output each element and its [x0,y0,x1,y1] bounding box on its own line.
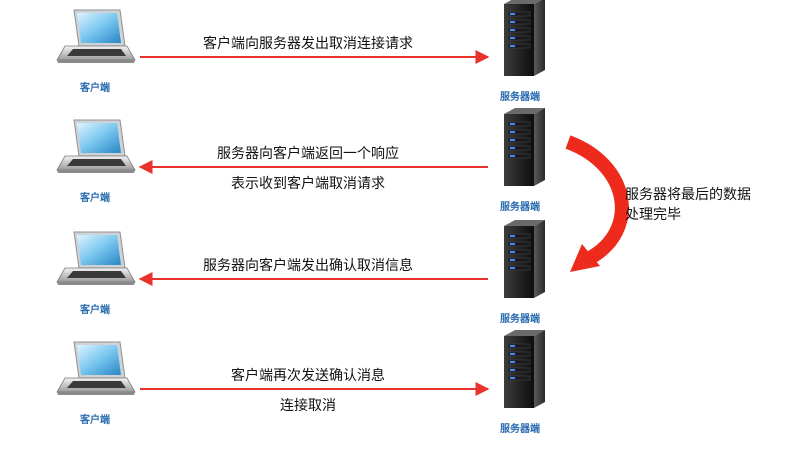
message-text: 连接取消 [280,397,336,414]
client-label: 客户端 [79,413,110,426]
server-tower-icon [503,0,546,77]
laptop-icon [56,231,136,286]
server-tower-icon [503,107,546,187]
message-text: 服务器向客户端发出确认取消信息 [203,257,413,274]
client-label: 客户端 [79,191,110,204]
message-text: 表示收到客户端取消请求 [231,175,385,192]
server-tower-icon [503,219,546,299]
processing-curved-arrow [565,135,629,272]
side-note-line-1: 服务器将最后的数据 [625,187,751,203]
side-note-line-2: 处理完毕 [625,207,681,223]
laptop-icon [56,341,136,396]
laptop-icon [56,119,136,174]
message-text: 客户端再次发送确认消息 [231,367,385,384]
laptop-icon [56,9,136,64]
server-label: 服务器端 [500,90,540,103]
server-label: 服务器端 [500,200,540,213]
client-label: 客户端 [79,303,110,316]
server-label: 服务器端 [500,422,540,435]
server-tower-icon [503,329,546,409]
message-text: 服务器向客户端返回一个响应 [217,145,399,162]
server-label: 服务器端 [500,312,540,325]
message-text: 客户端向服务器发出取消连接请求 [203,35,413,52]
client-label: 客户端 [79,81,110,94]
rows-layer: 客户端服务器端客户端向服务器发出取消连接请求客户端服务器端服务器向客户端返回一个… [56,0,546,435]
